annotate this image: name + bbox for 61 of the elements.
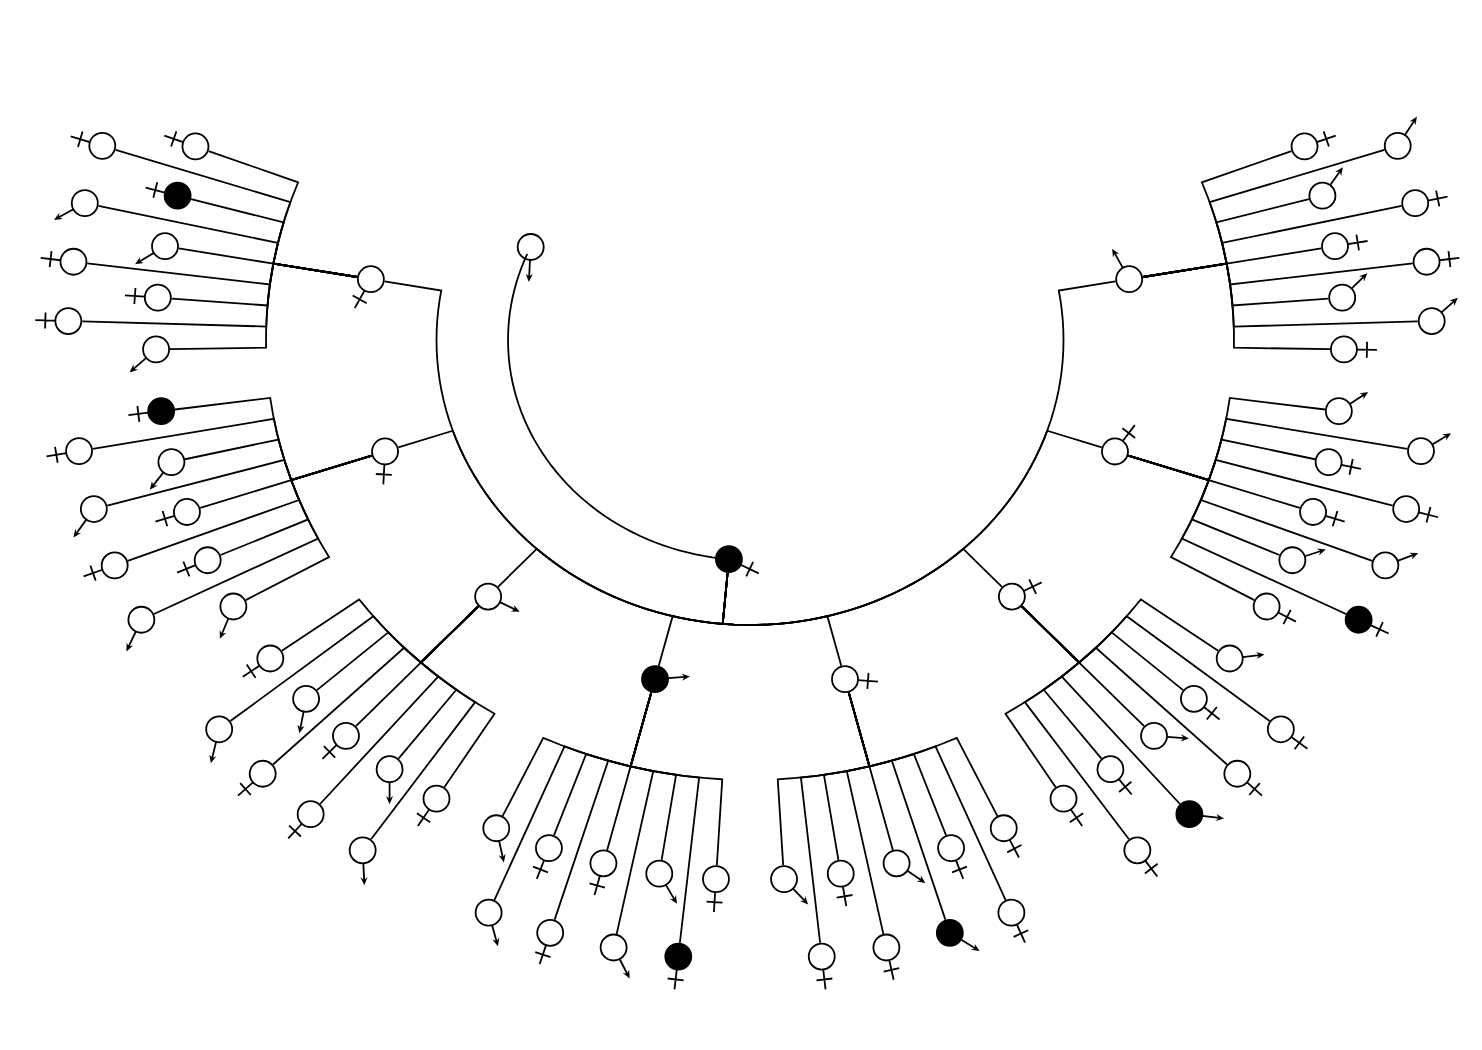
female-symbol xyxy=(1252,592,1297,626)
female-symbol xyxy=(39,247,88,276)
female-symbol xyxy=(1180,684,1221,721)
female-symbol xyxy=(371,437,399,486)
female-symbol xyxy=(321,721,360,760)
female-symbol xyxy=(989,814,1023,859)
female-symbol xyxy=(241,644,285,679)
female-symbol xyxy=(176,546,222,578)
female-symbol xyxy=(1266,715,1309,751)
affected-female-symbol xyxy=(1344,605,1390,638)
female-symbol xyxy=(69,130,117,160)
female-symbol xyxy=(1330,335,1378,364)
female-symbol xyxy=(807,942,836,991)
female-symbol xyxy=(82,551,129,582)
female-symbol xyxy=(45,437,93,465)
female-symbol xyxy=(826,859,855,908)
pedigree-line xyxy=(207,150,359,278)
female-symbol xyxy=(997,898,1030,944)
affected-female-symbol xyxy=(144,181,192,210)
female-symbol xyxy=(1101,424,1137,466)
female-symbol xyxy=(163,130,210,161)
female-symbol xyxy=(1223,759,1263,797)
pedigree-line xyxy=(174,396,373,482)
female-symbol xyxy=(1290,130,1337,161)
pedigree-line xyxy=(281,598,480,664)
female-symbol xyxy=(872,933,901,981)
female-symbol xyxy=(1049,784,1084,827)
female-symbol xyxy=(997,578,1043,611)
female-symbol xyxy=(1401,189,1449,218)
female-symbol xyxy=(1299,498,1346,528)
pedigree-line xyxy=(1127,454,1256,601)
female-symbol xyxy=(34,307,83,335)
female-symbol xyxy=(702,865,730,913)
pedigree-line xyxy=(776,691,871,867)
pedigree-line xyxy=(1142,262,1331,351)
affected-female-symbol xyxy=(127,397,176,426)
female-symbol xyxy=(831,665,879,694)
female-symbol xyxy=(124,283,172,312)
female-symbol xyxy=(416,784,451,827)
female-symbol xyxy=(1096,755,1133,796)
female-symbol xyxy=(534,918,565,965)
female-symbol xyxy=(1321,232,1369,261)
male-symbol xyxy=(645,859,677,904)
female-symbol xyxy=(1392,495,1440,524)
female-symbol xyxy=(1412,247,1461,276)
affected-female-symbol xyxy=(715,545,760,578)
pedigree-line xyxy=(501,691,653,817)
pedigree-line xyxy=(507,253,722,560)
pedigree-line xyxy=(1004,605,1081,789)
female-symbol xyxy=(937,834,968,880)
affected-female-symbol xyxy=(664,942,693,991)
female-symbol xyxy=(1123,836,1159,878)
female-symbol xyxy=(287,800,325,840)
female-symbol xyxy=(154,498,201,528)
pedigree-line xyxy=(721,280,1117,626)
female-symbol xyxy=(351,265,385,309)
male-symbol xyxy=(54,189,99,220)
female-symbol xyxy=(237,759,277,797)
female-symbol xyxy=(532,834,563,880)
female-symbol xyxy=(1314,448,1362,476)
female-symbol xyxy=(588,849,618,896)
